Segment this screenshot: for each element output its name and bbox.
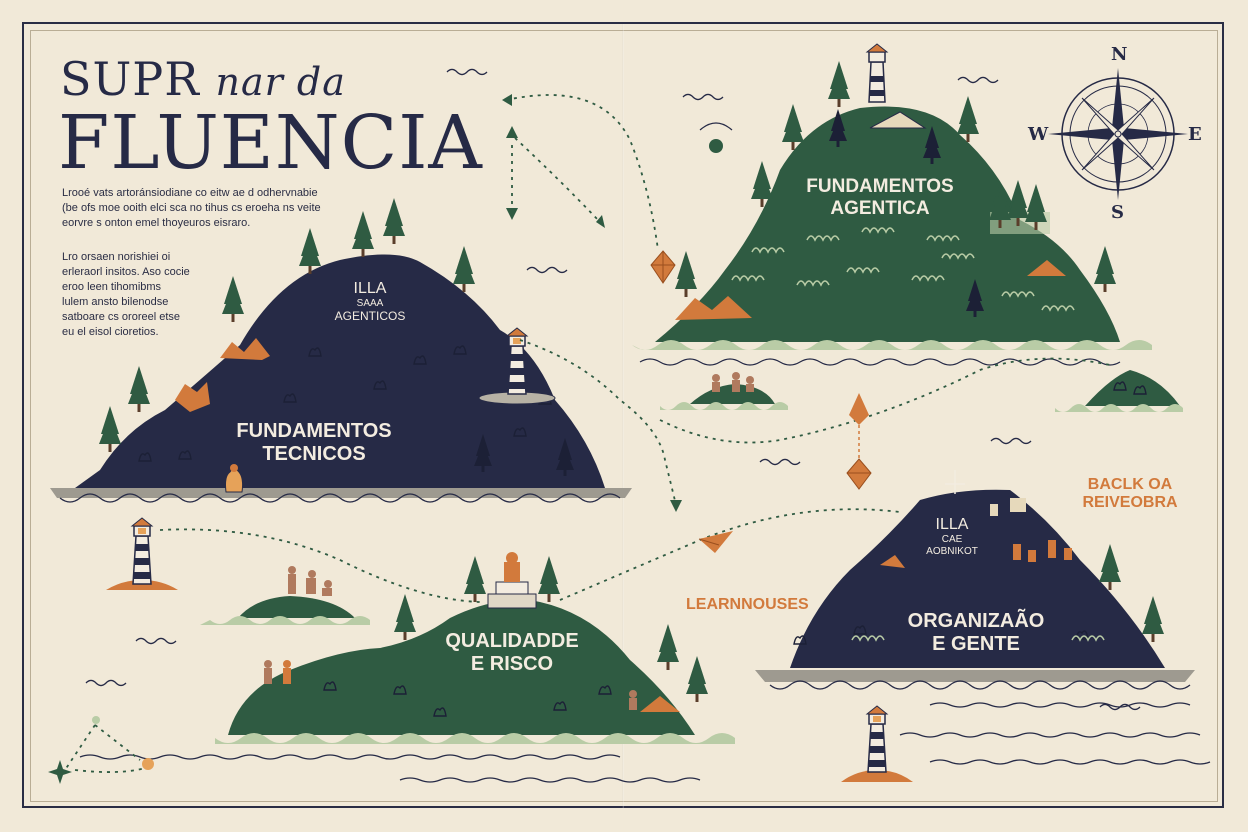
- compass-rose-icon: [1048, 68, 1188, 200]
- kite-top: [650, 250, 676, 284]
- review-label: BACLK OA REIVEOBRA: [1070, 476, 1190, 513]
- intro-line: lulem ansto bilenodse: [62, 296, 169, 308]
- island-org-label: ORGANIZAÃO E GENTE: [876, 610, 1076, 656]
- compass-south: S: [1111, 202, 1124, 223]
- title-word-italic: nar da: [215, 60, 346, 104]
- route-paths: [64, 94, 1111, 773]
- compass-west: W: [1028, 124, 1049, 145]
- island-quality-label: QUALIDADDE E RISCO: [412, 630, 612, 676]
- outer-frame: [22, 22, 1224, 808]
- label-line: FUNDAMENTOS: [236, 420, 392, 442]
- island-organizacao-e-gente[interactable]: [755, 470, 1195, 690]
- intro-line: (be ofs moe ooith elci sca no tihus cs e…: [62, 202, 321, 214]
- review-line: REIVEOBRA: [1082, 494, 1178, 512]
- islet-right: [1055, 370, 1183, 412]
- kite-middle: [846, 393, 872, 490]
- island-technical-sublabel: ILLA SAAA AGENTICOS: [320, 280, 420, 324]
- page-fold: [622, 24, 624, 808]
- learnhouses-label: LEARNNOUSES: [686, 596, 809, 613]
- label-line: E GENTE: [932, 633, 1020, 655]
- intro-line: erleraorl insitos. Aso cocie: [62, 266, 190, 278]
- sublabel-line: ILLA: [353, 280, 387, 297]
- paper-plane: [698, 531, 733, 553]
- intro-line: eu el eisol cioretios.: [62, 326, 159, 338]
- small-glyph: [699, 122, 733, 153]
- islet-people-top: [660, 372, 788, 410]
- lighthouse-bottom: [841, 705, 913, 782]
- title-line-1: SUPR nar da: [60, 52, 346, 106]
- island-fundamentos-tecnicos[interactable]: [50, 198, 632, 503]
- inner-frame: [30, 30, 1218, 802]
- island-org-sublabel: ILLA CAE AOBNIKOT: [912, 516, 992, 557]
- islet-people-left: [200, 566, 370, 625]
- sublabel-line: CAE: [941, 534, 963, 546]
- intro-paragraph-1: Lrooé vats artoránsiodiane co eitw ae d …: [62, 186, 321, 231]
- intro-line: eorvre s onton emel thoyeuros eisraro.: [62, 217, 251, 229]
- intro-line: eroo leen tihomibms: [62, 281, 162, 293]
- star-marker: [48, 716, 154, 784]
- sublabel-line: AGENTICOS: [334, 308, 406, 323]
- label-line: QUALIDADDE: [445, 630, 579, 652]
- lighthouse-left: [106, 517, 178, 590]
- island-qualidade-e-risco[interactable]: [215, 552, 735, 744]
- compass-east: E: [1188, 124, 1202, 145]
- intro-line: Lrooé vats artoránsiodiane co eitw ae d …: [62, 187, 318, 199]
- intro-line: satboare cs ororeel etse: [62, 311, 181, 323]
- intro-paragraph-2: Lro orsaen norishiei oi erleraorl insito…: [62, 250, 190, 340]
- label-line: ORGANIZAÃO: [907, 610, 1045, 632]
- label-line: FUNDAMENTOS: [806, 176, 954, 197]
- island-technical-label: FUNDAMENTOS TECNICOS: [214, 420, 414, 466]
- intro-line: Lro orsaen norishiei oi: [62, 251, 171, 263]
- sublabel-line: AOBNIKOT: [926, 545, 978, 557]
- title-line-2: FLUENCIA: [58, 100, 483, 186]
- sea-lines: [79, 702, 1211, 783]
- review-line: BACLK OA: [1087, 476, 1173, 493]
- island-agentic-label: FUNDAMENTOS AGENTICA: [780, 176, 980, 220]
- sublabel-line: SAAA: [356, 298, 384, 310]
- label-line: TECNICOS: [262, 443, 366, 465]
- route-arrows: [502, 94, 682, 512]
- label-line: AGENTICA: [830, 197, 930, 219]
- sublabel-line: ILLA: [935, 516, 969, 533]
- island-fundamentos-agentica[interactable]: [632, 43, 1152, 366]
- label-line: E RISCO: [470, 653, 554, 675]
- title-word-regular: SUPR: [60, 52, 200, 106]
- compass-north: N: [1111, 44, 1128, 65]
